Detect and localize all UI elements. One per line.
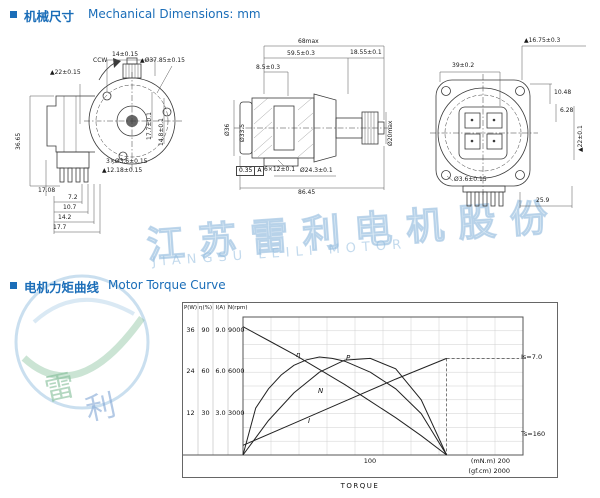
dim-label: 7.2 <box>68 194 78 201</box>
logo-char-2: 利 <box>83 388 120 428</box>
dim-label: 6×12±0.1 <box>264 166 296 173</box>
dim-label: 6.28 <box>560 107 574 114</box>
x-tick-100: 100 <box>363 457 377 465</box>
axis-tick: 24 <box>186 367 195 375</box>
dim-label: ▲12.18±0.15 <box>102 167 143 174</box>
dim-label: 10.48 <box>554 89 572 96</box>
dim-label: 8.5±0.3 <box>256 64 281 71</box>
dim-label: 3×Ø3.6±0.15 <box>106 158 148 165</box>
axis-tick: 6000 <box>228 367 245 375</box>
dim-label: ▲16.75±0.3 <box>524 37 561 44</box>
torque-plot-area <box>183 303 524 456</box>
axis-tick: 36 <box>186 326 195 334</box>
axis-tick: 12 <box>186 409 195 417</box>
dim-label-ccw: CCW <box>93 57 108 64</box>
datum-reference: A <box>254 167 263 175</box>
axis-tick: 9.0 <box>215 326 226 334</box>
axis-header-power: P(W) <box>183 305 198 311</box>
section-bullet-torque <box>10 282 17 289</box>
dim-label: 36.65 <box>15 132 22 150</box>
dim-label: Ø24.3±0.1 <box>300 167 333 174</box>
dim-label: 17.08 <box>38 187 56 194</box>
section-title-torque-cn: 电机力矩曲线 <box>24 280 100 295</box>
axis-header-current: I(A) <box>215 305 226 311</box>
dim-label: 14±0.15 <box>112 51 139 58</box>
axis-header-speed: N(rpm) <box>228 305 248 311</box>
x-tick-2000-gfcm: (gf.cm) 2000 <box>468 467 510 475</box>
axis-tick: 90 <box>201 326 210 334</box>
dim-label: 59.5±0.3 <box>287 50 315 57</box>
axis-tick: 30 <box>201 409 210 417</box>
dim-label: 18.55±0.1 <box>350 49 382 56</box>
middle-view-hatching <box>253 97 314 158</box>
x-tick-200-mnm: (mN.m) 200 <box>470 457 510 465</box>
axis-tick: 3000 <box>228 409 245 417</box>
right-view-drawing <box>430 74 538 207</box>
dim-label: 17.7±0.1 <box>146 112 153 140</box>
dim-label: 68max <box>298 38 319 45</box>
dim-label: Ø20max <box>387 120 394 146</box>
dim-label: 17.7 <box>53 224 67 231</box>
dim-label: Ø33.5 <box>239 123 246 142</box>
section-bullet-mechanical <box>10 11 17 18</box>
axis-tick: 6.0 <box>215 367 226 375</box>
axis-tick: 9000 <box>228 326 245 334</box>
left-view-dimension-lines <box>29 59 173 234</box>
curve-label-current: I <box>308 417 311 425</box>
axis-tick: 3.0 <box>215 409 226 417</box>
left-view-drawing <box>46 57 182 183</box>
section-title-mechanical-cn: 机械尺寸 <box>24 9 75 24</box>
section-title-torque-en: Motor Torque Curve <box>108 278 226 292</box>
stall-torque-annotation: Ts=160 <box>521 430 546 438</box>
right-view-dimension-lines <box>439 45 586 208</box>
dim-label: ▲22±0.15 <box>50 69 81 76</box>
dim-label: Ø36 <box>224 123 231 136</box>
curve-label-power: P <box>346 354 351 362</box>
dim-label: ▲Ø37.85±0.15 <box>140 57 185 64</box>
section-title-mechanical-en: Mechanical Dimensions: mm <box>88 7 261 21</box>
logo-char-1: 雷 <box>42 368 79 408</box>
dim-label: ▲22±0.1 <box>577 125 584 152</box>
dim-label: Ø3.6±0.15 <box>454 176 487 183</box>
middle-view-drawing <box>234 93 392 167</box>
dim-label: 25.9 <box>536 197 550 204</box>
dim-label: 10.7 <box>63 204 77 211</box>
motor-torque-curve-chart: P(W) η(%) I(A) N(rpm) 36 90 9.0 9000 24 … <box>182 302 558 478</box>
stall-current-annotation: Is=7.0 <box>521 353 543 361</box>
dim-label: 86.45 <box>298 189 316 196</box>
axis-header-efficiency: η(%) <box>198 305 212 311</box>
axis-tick: 60 <box>201 367 210 375</box>
curve-label-speed: N <box>318 387 324 395</box>
tolerance-value: 0.35 <box>239 167 253 174</box>
dim-label: 14.2 <box>58 214 72 221</box>
dim-label: 39±0.2 <box>452 62 475 69</box>
curve-label-efficiency: η <box>296 351 301 359</box>
x-axis-title-torque: TORQUE <box>340 482 380 490</box>
company-logo-watermark: 雷 利 <box>14 274 150 428</box>
dim-label: 14.8±0.1 <box>158 118 165 146</box>
